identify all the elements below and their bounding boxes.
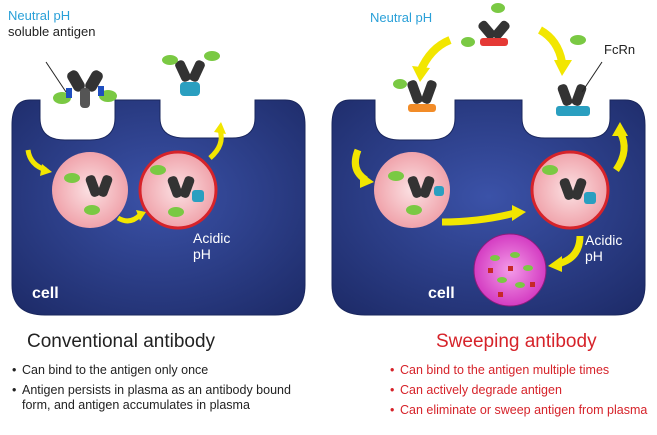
bullet-item: Can bind to the antigen only once bbox=[10, 363, 310, 378]
bullet-item: Can actively degrade antigen bbox=[388, 383, 652, 398]
release-arrow-right bbox=[537, 26, 566, 63]
antibody-antigen-complex bbox=[53, 70, 117, 108]
acidic-ph-label: Acidic pH bbox=[193, 230, 231, 262]
antibody-in-acidic-endosome bbox=[542, 165, 596, 204]
antibody-in-endosome bbox=[64, 173, 113, 215]
bullet-item: Can eliminate or sweep antigen from plas… bbox=[388, 403, 652, 418]
fcrn-pointer-line bbox=[581, 61, 603, 93]
degraded-antigen-fragments bbox=[488, 252, 535, 297]
antibody-in-endosome bbox=[388, 171, 444, 215]
antigen-pointer-line bbox=[45, 61, 67, 93]
neutral-ph-label: Neutral pH bbox=[370, 10, 433, 25]
antibody-fcrn-right bbox=[556, 84, 590, 116]
sweeping-antibody-panel: Neutral pH FcRn Acidic pH cell Sweeping … bbox=[330, 0, 650, 435]
acidic-ph-label: Acidic pH bbox=[585, 232, 623, 264]
transfer-arrow bbox=[441, 209, 516, 226]
conventional-bullets: Can bind to the antigen only once Antige… bbox=[10, 363, 310, 418]
bullet-item: Can bind to the antigen multiple times bbox=[388, 363, 652, 378]
conventional-antibody-panel: Neutral pH soluble antigen Acidic pH cel… bbox=[0, 0, 320, 435]
neutral-ph-label: Neutral pH bbox=[8, 8, 71, 23]
bullet-item: Antigen persists in plasma as an antibod… bbox=[10, 383, 310, 413]
conventional-cell-diagram bbox=[11, 51, 306, 316]
antibody-surface bbox=[162, 51, 220, 96]
cell-label: cell bbox=[32, 285, 59, 302]
free-antigen bbox=[570, 35, 586, 45]
antibody-surface-left bbox=[393, 79, 437, 112]
cell-label: cell bbox=[428, 285, 455, 302]
sweeping-bullets: Can bind to the antigen multiple times C… bbox=[388, 363, 652, 423]
sweeping-antibody-title: Sweeping antibody bbox=[436, 331, 597, 352]
antibody-in-acidic-endosome bbox=[150, 165, 204, 217]
fcrn-label: FcRn bbox=[604, 42, 636, 57]
antibody-plasma bbox=[461, 3, 510, 47]
sweeping-cell-diagram bbox=[331, 3, 646, 316]
release-arrow-left bbox=[416, 36, 452, 74]
transfer-arrow bbox=[116, 213, 142, 224]
soluble-antigen-label: soluble antigen bbox=[8, 24, 96, 39]
conventional-antibody-title: Conventional antibody bbox=[27, 331, 216, 352]
